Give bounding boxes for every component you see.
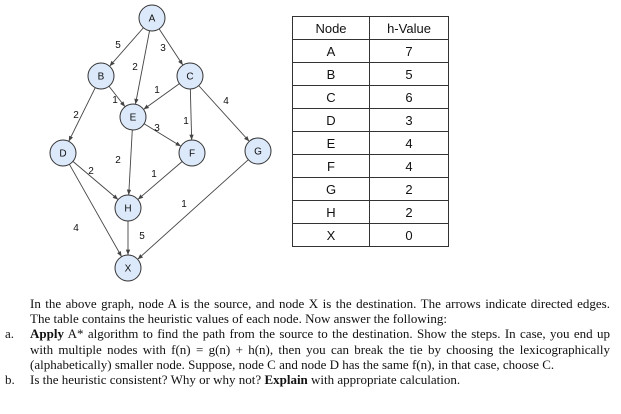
node-label-b: B: [98, 72, 105, 83]
question-text: In the above graph, node A is the source…: [5, 296, 610, 388]
edge-c-f: [189, 88, 194, 141]
edge-weight-b-e: 1: [112, 95, 118, 106]
cell-h-value: 2: [369, 177, 449, 201]
cell-node: H: [292, 200, 370, 224]
node-label-g: G: [254, 147, 262, 158]
cell-node: C: [292, 85, 370, 109]
node-label-a: A: [149, 14, 156, 25]
edge-f-h: [137, 161, 183, 200]
cell-h-value: 5: [369, 62, 449, 86]
edge-e-f: [143, 123, 181, 147]
cell-node: B: [292, 62, 370, 86]
edge-weight-c-f: 1: [183, 116, 189, 127]
node-label-c: C: [186, 72, 193, 83]
item-text-pre: Is the heuristic consistent? Why or why …: [30, 372, 265, 388]
cell-h-value: 4: [369, 154, 449, 178]
cell-h-value: 4: [369, 131, 449, 155]
node-label-f: F: [189, 149, 195, 160]
cell-node: D: [292, 108, 370, 132]
edge-weight-d-x: 4: [73, 223, 79, 234]
cell-h-value: 3: [369, 108, 449, 132]
edge-weight-h-x: 5: [139, 231, 145, 242]
node-b: [87, 62, 115, 90]
edge-weight-d-h: 2: [88, 166, 94, 177]
node-e: [119, 103, 147, 131]
question-item-a: a. Apply A* algorithm to find the path f…: [5, 326, 610, 372]
item-marker: a.: [5, 326, 15, 342]
cell-node: G: [292, 177, 370, 201]
header-h-value: h-Value: [369, 16, 449, 40]
question-intro: In the above graph, node A is the source…: [30, 296, 610, 327]
edge-weight-f-h: 1: [151, 169, 157, 180]
cell-node: F: [292, 154, 370, 178]
node-label-d: D: [59, 149, 66, 160]
question-item-b: b. Is the heuristic consistent? Why or w…: [5, 372, 610, 388]
node-a: [138, 4, 166, 32]
edge-weight-c-g: 4: [223, 96, 229, 107]
item-text: A* algorithm to find the path from the s…: [30, 326, 610, 372]
graph-diagram: 5 3 2 2 1 1 1 4 3 2 2 4 1 1 5 A B C D E F G H X: [49, 4, 272, 282]
cell-h-value: 2: [369, 200, 449, 224]
item-text: with appropriate calculation.: [307, 372, 461, 388]
edge-a-b: [109, 27, 144, 67]
edge-a-c: [158, 28, 183, 66]
node-g: [244, 137, 272, 165]
edge-b-e: [108, 85, 126, 107]
item-marker: b.: [5, 372, 15, 388]
cell-h-value: 7: [369, 39, 449, 63]
edge-weight-a-b: 5: [115, 40, 121, 51]
table-header-row: Node h-Value: [292, 16, 449, 40]
item-bold-word: Apply: [30, 326, 64, 342]
edge-weight-g-x: 1: [181, 199, 187, 210]
edge-d-h: [72, 161, 119, 200]
cell-node: E: [292, 131, 370, 155]
edge-g-x: [137, 159, 249, 260]
item-bold-word: Explain: [264, 372, 308, 388]
edge-weight-a-e: 2: [132, 62, 138, 73]
edge-b-d: [68, 87, 96, 142]
node-label-x: X: [125, 264, 132, 275]
node-label-h: H: [124, 204, 131, 215]
header-node: Node: [292, 16, 370, 40]
edge-c-g: [198, 85, 250, 142]
edge-d-x: [69, 164, 122, 257]
node-d: [49, 139, 77, 167]
edge-weight-a-c: 3: [160, 43, 166, 54]
edge-weight-e-f: 3: [154, 123, 160, 134]
cell-node: A: [292, 39, 370, 63]
node-label-e: E: [130, 113, 137, 124]
cell-h-value: 6: [369, 85, 449, 109]
edge-a-e: [134, 30, 150, 105]
edge-e-h: [126, 129, 133, 196]
node-x: [114, 254, 142, 282]
node-c: [176, 62, 204, 90]
node-f: [178, 139, 206, 167]
edge-c-e: [143, 83, 180, 110]
edge-weight-b-d: 2: [73, 110, 79, 121]
edge-weight-e-h: 2: [115, 155, 121, 166]
node-h: [114, 194, 142, 222]
cell-h-value: 0: [369, 223, 449, 247]
cell-node: X: [292, 223, 370, 247]
edge-weight-c-e: 1: [154, 85, 160, 96]
